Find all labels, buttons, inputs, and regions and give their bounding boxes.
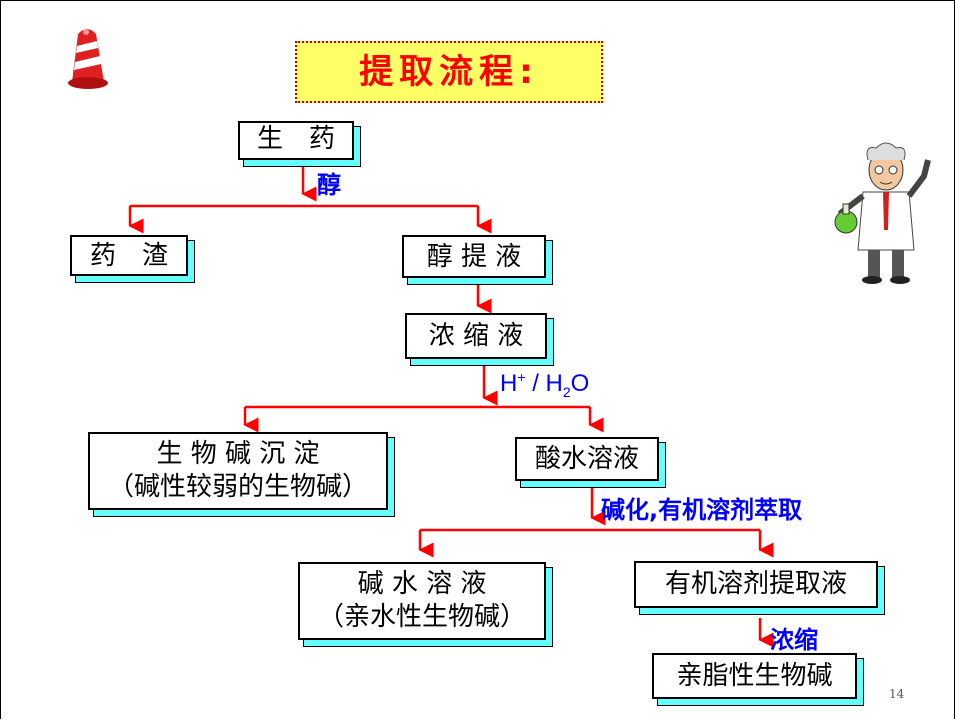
node-drug-residue: 药 渣 <box>70 235 188 276</box>
node-label-line2: （碱性较弱的生物碱） <box>107 471 368 502</box>
node-acid-solution: 酸水溶液 <box>515 437 659 481</box>
node-label: 醇 提 液 <box>426 242 522 272</box>
node-organic-extract: 有机溶剂提取液 <box>634 561 878 608</box>
node-alkaline-solution: 碱 水 溶 液 （亲水性生物碱） <box>298 562 546 640</box>
node-lipophilic-alkaloid: 亲脂性生物碱 <box>652 653 857 699</box>
node-label-line2: （亲水性生物碱） <box>317 601 526 632</box>
alarm-bell-icon <box>68 29 108 89</box>
node-crude-drug: 生 药 <box>238 121 354 160</box>
node-alcohol-extract: 醇 提 液 <box>402 235 546 278</box>
node-label: 浓 缩 液 <box>428 321 524 351</box>
condition-acid-water: H+ / H2O <box>500 369 590 400</box>
node-label: 生 药 <box>256 124 335 154</box>
node-label-line1: 生 物 碱 沉 淀 <box>156 439 320 469</box>
page-title: 提取流程: <box>359 52 539 92</box>
title-banner: 提取流程: <box>295 41 603 103</box>
node-label-line1: 碱 水 溶 液 <box>357 569 487 599</box>
page-number: 14 <box>889 687 905 701</box>
node-label: 亲脂性生物碱 <box>676 661 833 691</box>
node-concentrate: 浓 缩 液 <box>405 313 547 359</box>
node-label: 酸水溶液 <box>534 444 639 474</box>
scientist-illustration <box>828 130 944 290</box>
node-label: 有机溶剂提取液 <box>664 569 847 599</box>
node-label: 药 渣 <box>89 241 168 271</box>
condition-concentrate: 浓缩 <box>770 626 818 654</box>
condition-alcohol: 醇 <box>317 171 341 199</box>
node-alkaloid-precipitate: 生 物 碱 沉 淀 （碱性较弱的生物碱） <box>88 432 388 510</box>
condition-basify-extract: 碱化,有机溶剂萃取 <box>601 496 803 524</box>
